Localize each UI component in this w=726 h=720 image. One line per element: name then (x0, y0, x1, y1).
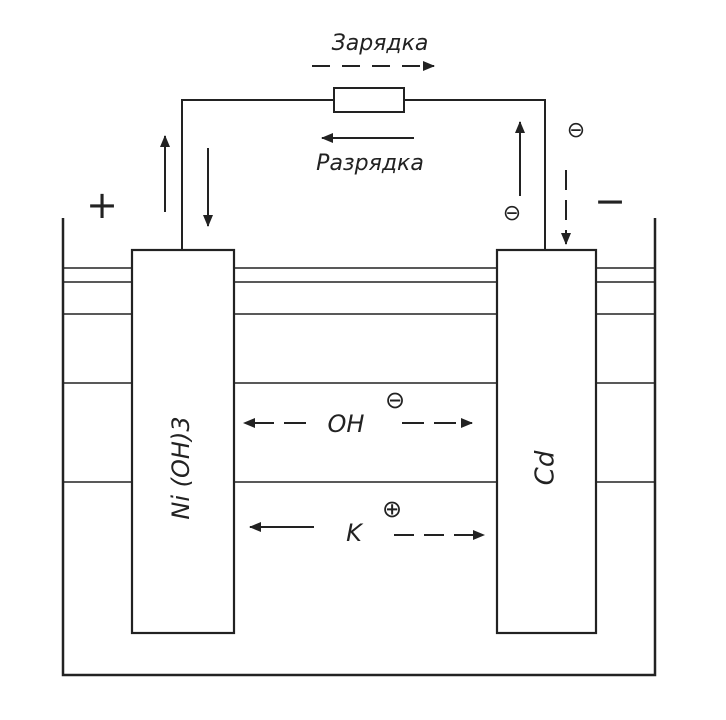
hydroxide-charge: ⊖ (385, 386, 405, 414)
hydroxide-ion-label: OH (328, 410, 365, 438)
load-resistor (333, 87, 405, 113)
positive-terminal-sign: + (86, 183, 118, 227)
discharge-label: Разрядка (316, 151, 424, 176)
charge-label: Зарядка (332, 31, 429, 56)
external-circuit-wire (181, 99, 546, 250)
negative-electrode (495, 248, 598, 635)
positive-electrode (130, 248, 236, 635)
potassium-charge: ⊕ (382, 495, 402, 523)
tank-outline (61, 218, 657, 677)
negative-terminal-sign: − (594, 179, 626, 223)
electron-symbol-left: ⊖ (503, 201, 521, 226)
negative-electrode-label: Cd (531, 450, 561, 485)
electron-symbol-right: ⊖ (567, 118, 585, 143)
potassium-ion-label: K (346, 519, 364, 547)
positive-electrode-label: Ni (OH)3 (167, 416, 195, 519)
